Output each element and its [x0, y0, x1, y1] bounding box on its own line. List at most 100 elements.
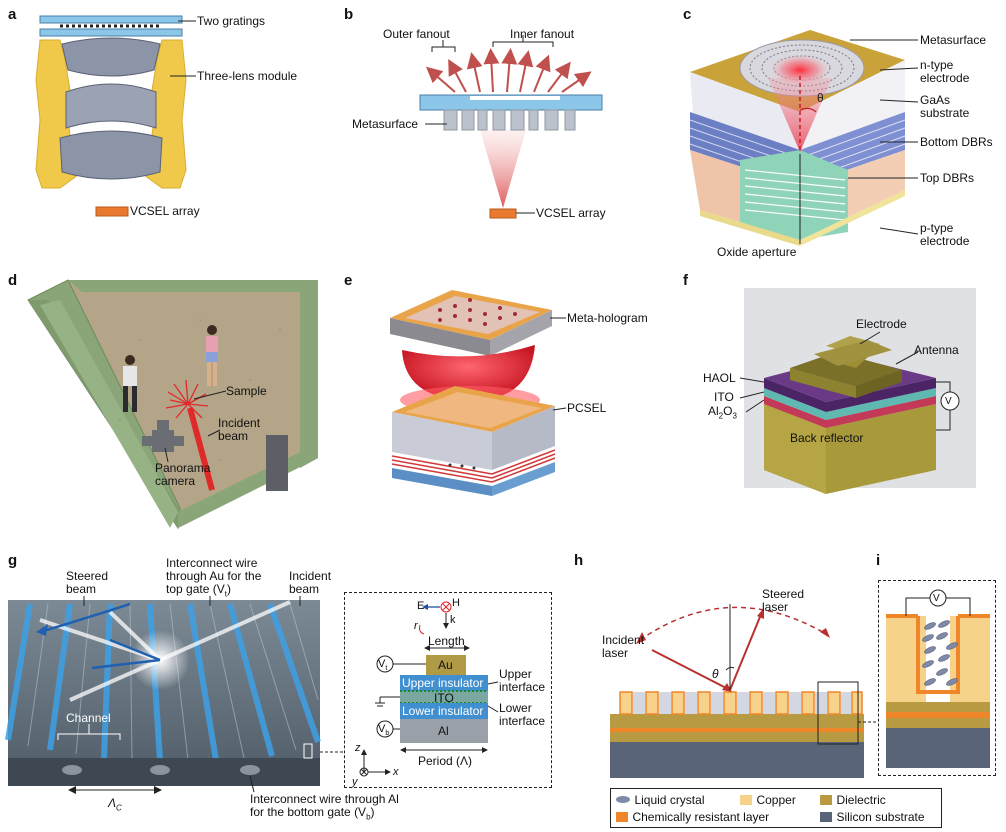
vt-sub: t [385, 665, 388, 673]
label-h-field: H [452, 597, 460, 609]
label-axis-y: y [352, 776, 358, 788]
label-electrode: Electrode [856, 317, 907, 331]
label-outer-fanout: Outer fanout [383, 27, 450, 41]
label-e-field: E [417, 600, 425, 612]
label-r: r [414, 620, 418, 632]
label-v-i: V [933, 593, 940, 604]
legend-label-copper: Copper [756, 793, 796, 807]
legend-item-dielectric: Dielectric [820, 791, 886, 809]
panel-letter-e: e [344, 272, 353, 289]
label-lower-interface: Lower interface [499, 701, 546, 728]
label-v-f: V [945, 396, 952, 407]
label-pcsel: PCSEL [567, 401, 607, 415]
panel-letter-d: d [8, 272, 18, 289]
label-two-gratings: Two gratings [197, 14, 266, 28]
label-steered-laser: Steered laser [762, 587, 805, 614]
interconnect-top-text: Interconnect wire through Au for the top… [166, 556, 262, 596]
label-metasurface-b: Metasurface [352, 117, 419, 131]
label-theta-c: θ [817, 91, 824, 105]
vb-sub: b [385, 730, 390, 738]
label-upper-insulator: Upper insulator [402, 676, 484, 690]
label-sample: Sample [226, 384, 267, 398]
al2o3-sub-3: 3 [732, 411, 737, 421]
legend-label-liquid-crystal: Liquid crystal [634, 793, 705, 807]
legend-label-chemically-resistant: Chemically resistant layer [632, 810, 770, 824]
legend-item-copper: Copper [740, 791, 796, 809]
label-theta-h: θ [712, 667, 719, 681]
label-incident-beam-g: Incident beam [289, 569, 332, 596]
panel-letter-b: b [344, 6, 354, 23]
panel-letter-i: i [876, 552, 881, 569]
interconnect-bottom-end: ) [370, 805, 375, 819]
interconnect-bottom-sub: b [366, 812, 371, 822]
legend-item-silicon: Silicon substrate [820, 808, 925, 826]
label-length: Length [428, 634, 465, 648]
legend-item-chemically-resistant: Chemically resistant layer [616, 808, 769, 826]
label-axis-z: z [355, 742, 361, 754]
legend-label-silicon: Silicon substrate [836, 810, 925, 824]
label-gaas: GaAs substrate [920, 93, 970, 120]
panel-letter-c: c [683, 6, 692, 23]
label-al-g: Al [438, 724, 449, 738]
panel-g-inset-box [344, 592, 552, 788]
label-meta-hologram: Meta-hologram [567, 311, 648, 325]
label-incident-beam-d: Incident beam [218, 416, 261, 443]
vb-symbol: V [378, 723, 386, 735]
label-bottom-dbrs: Bottom DBRs [920, 135, 993, 149]
label-lambda-c: ΛC [108, 797, 122, 814]
al2o3-base: Al [708, 404, 719, 418]
panel-letter-g: g [8, 552, 18, 569]
legend-item-liquid-crystal: Liquid crystal [616, 791, 704, 809]
label-ito-f: ITO [714, 390, 734, 404]
al2o3-sub-2: 2 [718, 411, 724, 421]
label-channel: Channel [66, 711, 111, 725]
label-three-lens: Three-lens module [197, 69, 298, 83]
label-upper-interface: Upper interface [499, 667, 546, 694]
panel-letter-h: h [574, 552, 584, 569]
label-interconnect-bottom: Interconnect wire through Al for the bot… [250, 793, 410, 823]
label-vt: Vt [378, 658, 387, 675]
label-al2o3: Al2O3 [708, 405, 737, 422]
dielectric-swatch [820, 794, 832, 805]
label-axis-x: x [393, 766, 399, 778]
label-haol: HAOL [703, 371, 736, 385]
label-incident-laser: Incident laser [602, 633, 645, 660]
label-antenna: Antenna [914, 343, 959, 357]
vt-symbol: V [378, 658, 386, 670]
label-metasurface-c: Metasurface [920, 33, 987, 47]
label-vcsel-b: VCSEL array [536, 206, 606, 220]
label-interconnect-top: Interconnect wire through Au for the top… [166, 557, 278, 600]
legend-label-dielectric: Dielectric [836, 793, 886, 807]
label-lower-insulator: Lower insulator [402, 704, 484, 718]
label-au: Au [438, 658, 453, 672]
interconnect-top-sub: t [224, 589, 227, 599]
lambda-c-symbol: Λ [108, 796, 117, 810]
panel-i-box [878, 580, 996, 776]
label-oxide-aperture: Oxide aperture [717, 245, 797, 259]
label-ito-g: ITO [434, 691, 454, 705]
liquid-crystal-swatch [616, 796, 630, 804]
legend-box [610, 788, 942, 828]
silicon-swatch [820, 811, 832, 822]
label-vcsel-a: VCSEL array [130, 204, 200, 218]
label-k-vector: k [450, 614, 456, 626]
label-vb: Vb [378, 723, 389, 740]
al2o3-o: O [723, 404, 733, 418]
label-steered-beam: Steered beam [66, 569, 109, 596]
label-p-type: p-type electrode [920, 221, 970, 248]
label-period: Period (Λ) [418, 754, 473, 768]
lambda-c-sub: C [116, 803, 122, 813]
label-inner-fanout: Inner fanout [510, 27, 575, 41]
panel-letter-a: a [8, 6, 17, 23]
label-top-dbrs: Top DBRs [920, 171, 975, 185]
copper-swatch [740, 794, 752, 805]
